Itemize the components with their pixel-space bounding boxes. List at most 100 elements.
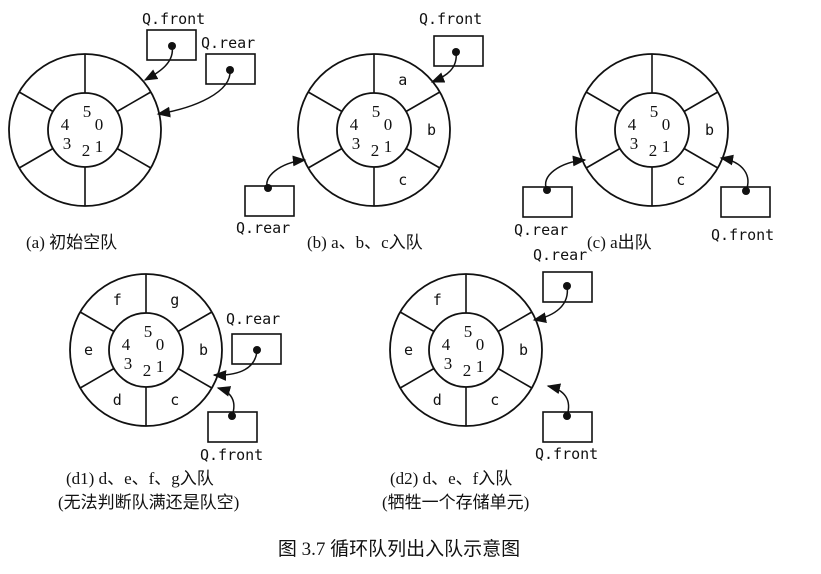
- slot-divider: [307, 91, 343, 113]
- slot-index: 2: [371, 141, 380, 160]
- slot-index: 5: [372, 102, 381, 121]
- queue-element: b: [199, 341, 208, 359]
- pointer-arrow: [546, 383, 570, 417]
- slot-divider: [405, 147, 441, 169]
- pointer-arrow: [143, 45, 174, 81]
- pointer-arrow: [212, 349, 258, 381]
- pointer-arrow: [532, 285, 569, 324]
- slot-divider: [585, 147, 621, 169]
- slot-index: 3: [124, 354, 133, 373]
- queue-element: c: [170, 391, 179, 409]
- queue-element: a: [398, 71, 407, 89]
- pointer-front: Q.front: [535, 383, 598, 463]
- slot-index: 5: [464, 322, 473, 341]
- slot-divider: [79, 367, 115, 389]
- pointer-label-rear: Q.rear: [514, 221, 568, 239]
- diagram-caption: (d1) d、e、f、g入队: [66, 469, 214, 488]
- slot-index: 2: [463, 361, 472, 380]
- slot-index: 0: [476, 335, 485, 354]
- pointer-front: Q.front: [711, 154, 774, 244]
- pointer-label-front: Q.front: [200, 446, 263, 464]
- slot-index: 1: [95, 137, 104, 156]
- slot-divider: [116, 91, 152, 113]
- pointer-label-rear: Q.rear: [236, 219, 290, 237]
- slot-index: 4: [442, 335, 451, 354]
- slot-divider: [497, 367, 533, 389]
- slot-index: 4: [350, 115, 359, 134]
- slot-divider: [497, 311, 533, 333]
- slot-index: 3: [630, 134, 639, 153]
- queue-element: b: [427, 121, 436, 139]
- diagram-caption: (a) 初始空队: [26, 233, 117, 252]
- pointer-arrow: [544, 155, 587, 191]
- slot-index: 4: [628, 115, 637, 134]
- pointer-label-rear: Q.rear: [226, 310, 280, 328]
- slot-index: 0: [95, 115, 104, 134]
- pointer-arrow: [156, 69, 231, 118]
- slot-index: 5: [144, 322, 153, 341]
- slot-index: 2: [143, 361, 152, 380]
- queue-element: d: [113, 391, 122, 409]
- diagram-caption: (无法判断队满还是队空): [58, 493, 239, 512]
- slot-index: 4: [122, 335, 131, 354]
- slot-index: 0: [662, 115, 671, 134]
- slot-index: 5: [650, 102, 659, 121]
- slot-divider: [585, 91, 621, 113]
- slot-divider: [307, 147, 343, 169]
- pointer-label-front: Q.front: [535, 445, 598, 463]
- slot-divider: [683, 91, 719, 113]
- slot-index: 2: [649, 141, 658, 160]
- slot-divider: [116, 147, 152, 169]
- slot-divider: [399, 311, 435, 333]
- slot-index: 2: [82, 141, 91, 160]
- slot-divider: [405, 91, 441, 113]
- pointer-label-rear: Q.rear: [201, 34, 255, 52]
- diagram-caption: (b) a、b、c入队: [307, 233, 423, 252]
- slot-index: 0: [156, 335, 165, 354]
- queue-element: c: [398, 171, 407, 189]
- pointer-arrow: [430, 51, 457, 83]
- pointer-label-front: Q.front: [711, 226, 774, 244]
- queue-element: b: [519, 341, 528, 359]
- diagram-caption: (牺牲一个存储单元): [382, 493, 529, 512]
- queue-element: e: [404, 341, 413, 359]
- pointer-rear: Q.rear: [532, 246, 593, 324]
- slot-index: 3: [444, 354, 453, 373]
- pointer-label-front: Q.front: [419, 10, 482, 28]
- pointer-label-front: Q.front: [142, 10, 205, 28]
- slot-divider: [177, 311, 213, 333]
- slot-index: 1: [662, 137, 671, 156]
- pointer-rear: Q.rear: [156, 34, 256, 118]
- slot-index: 1: [156, 357, 165, 376]
- queue-element: g: [170, 291, 179, 309]
- queue-element: b: [705, 121, 714, 139]
- slot-divider: [18, 147, 54, 169]
- pointer-front: Q.front: [419, 10, 484, 83]
- figure-title: 图 3.7 循环队列出入队示意图: [278, 538, 520, 560]
- queue-element: f: [113, 291, 122, 309]
- slot-index: 3: [352, 134, 361, 153]
- slot-divider: [399, 367, 435, 389]
- queue-element: c: [490, 391, 499, 409]
- diagram-caption: (c) a出队: [587, 233, 652, 252]
- pointer-rear: Q.rear: [514, 155, 587, 239]
- slot-index: 0: [384, 115, 393, 134]
- pointer-front: Q.front: [200, 386, 263, 464]
- slot-divider: [177, 367, 213, 389]
- queue-element: d: [433, 391, 442, 409]
- slot-index: 1: [384, 137, 393, 156]
- pointer-label-rear: Q.rear: [533, 246, 587, 264]
- slot-index: 3: [63, 134, 72, 153]
- queue-element: c: [676, 171, 685, 189]
- slot-divider: [79, 311, 115, 333]
- slot-index: 5: [83, 102, 92, 121]
- pointer-arrow: [719, 154, 749, 192]
- pointer-rear: Q.rear: [236, 155, 307, 237]
- pointer-front: Q.front: [142, 10, 205, 81]
